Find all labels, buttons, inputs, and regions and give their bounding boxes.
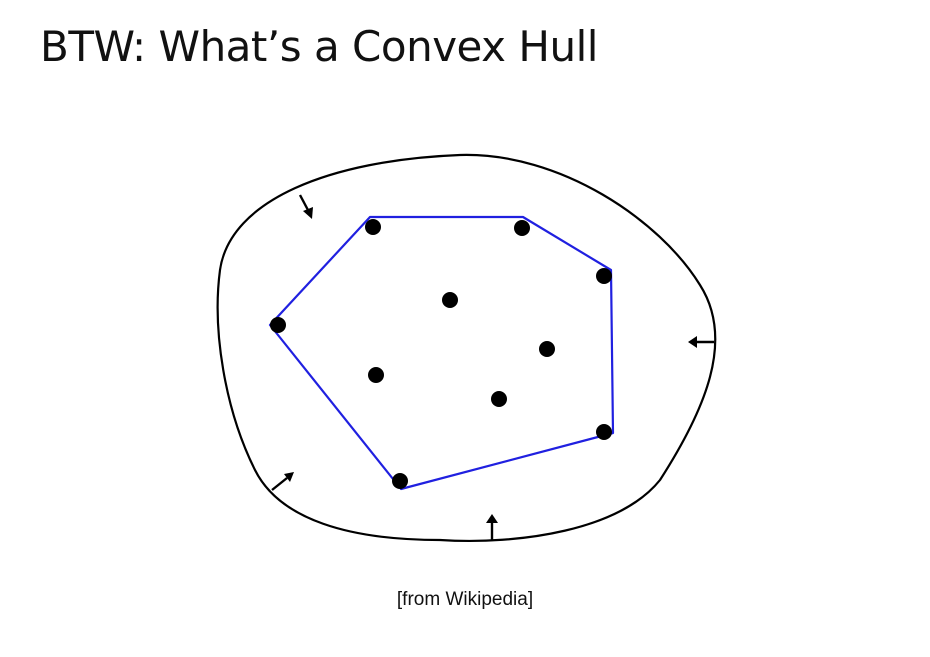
point	[368, 367, 384, 383]
source-caption: [from Wikipedia]	[396, 589, 534, 610]
outer-rubber-band-curve	[216, 153, 717, 543]
arrow-top-left	[298, 194, 313, 219]
point	[596, 268, 612, 284]
point	[392, 473, 408, 489]
point	[365, 219, 381, 235]
contraction-arrows	[271, 194, 714, 540]
arrow-bottom	[486, 514, 498, 540]
point	[442, 292, 458, 308]
slide-title: BTW: What’s a Convex Hull	[40, 22, 598, 71]
point	[491, 391, 507, 407]
arrow-right	[688, 336, 714, 348]
point	[514, 220, 530, 236]
convex-hull-polygon	[268, 215, 615, 491]
point	[270, 317, 286, 333]
point	[596, 424, 612, 440]
point	[539, 341, 555, 357]
arrow-bottom-left	[271, 472, 294, 491]
point-set	[270, 219, 612, 489]
